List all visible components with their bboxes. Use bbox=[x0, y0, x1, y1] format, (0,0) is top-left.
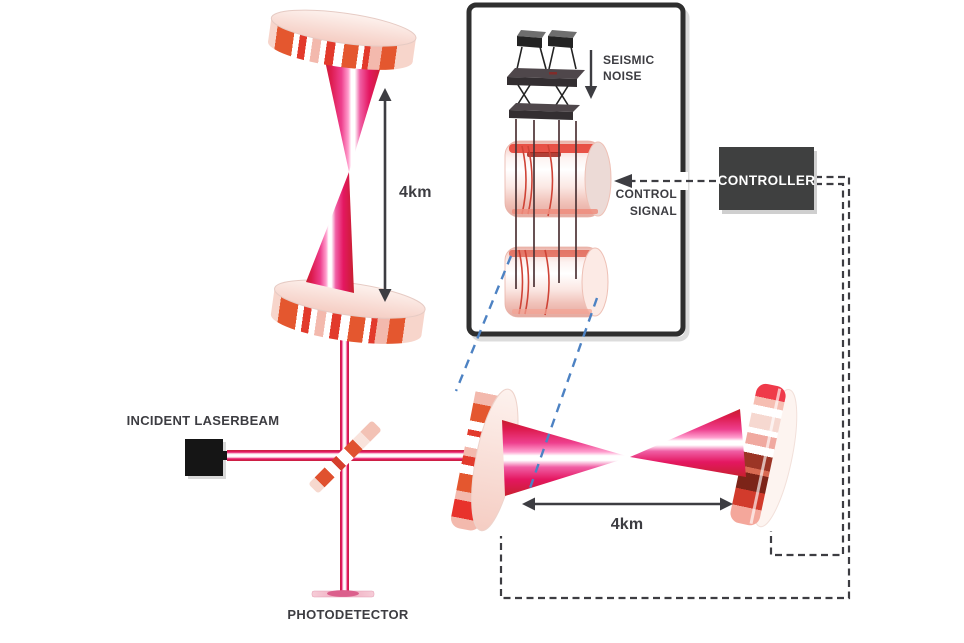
arrow-down-icon bbox=[584, 86, 598, 99]
laser-box bbox=[185, 439, 223, 476]
vertical-arm-length-label: 4km bbox=[399, 184, 432, 201]
end-mirror-vertical bbox=[268, 9, 417, 70]
controller-box bbox=[719, 147, 814, 210]
control-path-inner bbox=[769, 182, 845, 557]
arrow-right-icon bbox=[720, 497, 733, 511]
test-mass-bottom-band bbox=[512, 209, 598, 214]
horizontal-arm: 4km bbox=[451, 382, 798, 533]
mirror-face bbox=[270, 9, 417, 47]
photodetector-label: PHOTODETECTOR bbox=[287, 607, 408, 622]
vertical-beam-lower-cone bbox=[306, 172, 354, 293]
stack-wire bbox=[548, 46, 555, 70]
arrow-left-icon bbox=[522, 497, 535, 511]
test-mass-top-band bbox=[509, 250, 596, 257]
stack-block-top bbox=[517, 30, 546, 38]
controller: CONTROLLER bbox=[718, 147, 817, 214]
arrow-down-icon bbox=[378, 289, 392, 302]
zoom-link-line-left bbox=[454, 255, 513, 392]
stack-wire bbox=[555, 85, 569, 106]
test-mass-bottom-band bbox=[512, 309, 592, 314]
stack-block bbox=[517, 36, 542, 48]
test-mass-upper bbox=[504, 140, 612, 218]
platform-upper bbox=[507, 77, 577, 87]
suspension-fibres bbox=[515, 119, 577, 289]
laser-aperture bbox=[223, 451, 228, 460]
test-mass-dark-band bbox=[527, 152, 561, 157]
test-mass-end-face bbox=[584, 141, 612, 217]
stack-wire bbox=[539, 46, 547, 70]
test-mass-ring bbox=[527, 145, 533, 215]
photodetector-spot bbox=[327, 590, 359, 597]
isolation-stack bbox=[507, 30, 585, 120]
platform-marking bbox=[549, 72, 557, 75]
stack-wire bbox=[516, 46, 523, 70]
stack-block-top bbox=[548, 30, 577, 38]
mirror-rim-groove bbox=[749, 388, 782, 524]
incident-laser-label: INCIDENT LASERBEAM bbox=[127, 413, 280, 428]
horizontal-arm-length-label: 4km bbox=[611, 516, 644, 533]
arrow-up-icon bbox=[378, 88, 392, 101]
vertical-arm-length-arrow: 4km bbox=[378, 88, 432, 302]
photodetector: PHOTODETECTOR bbox=[287, 590, 409, 622]
controller-label: CONTROLLER bbox=[718, 173, 816, 188]
stack-wire bbox=[570, 46, 577, 70]
vertical-beam-upper-cone bbox=[324, 56, 382, 172]
arrow-left-icon bbox=[614, 174, 632, 188]
horizontal-beam-right-cone bbox=[630, 409, 746, 477]
stack-wire bbox=[517, 84, 531, 105]
stack-block bbox=[548, 36, 573, 48]
control-path-outer bbox=[499, 175, 851, 600]
horizontal-beam-left-cone bbox=[502, 420, 630, 496]
platform-upper-top bbox=[507, 68, 585, 79]
near-mirror-vertical bbox=[270, 279, 426, 344]
vertical-arm: 4km bbox=[268, 9, 432, 592]
zoom-link-line-right bbox=[527, 297, 599, 492]
test-mass-ring bbox=[521, 145, 527, 215]
test-mass-ring bbox=[524, 249, 530, 315]
laser-source: INCIDENT LASERBEAM bbox=[127, 413, 280, 479]
border-gap bbox=[678, 172, 688, 190]
platform-lower-top bbox=[509, 103, 580, 112]
test-mass-ring bbox=[518, 249, 524, 315]
mirror-rim-bottom bbox=[270, 305, 422, 344]
platform-lower bbox=[509, 110, 573, 120]
test-mass-end-face bbox=[581, 247, 609, 317]
mirror-rim-bottom bbox=[268, 33, 413, 70]
test-mass-lower bbox=[504, 246, 609, 318]
beam-splitter bbox=[309, 421, 381, 493]
beam-splitter-optic bbox=[309, 421, 381, 493]
horizontal-arm-length-arrow: 4km bbox=[522, 497, 733, 533]
end-mirror-horizontal bbox=[730, 383, 798, 528]
